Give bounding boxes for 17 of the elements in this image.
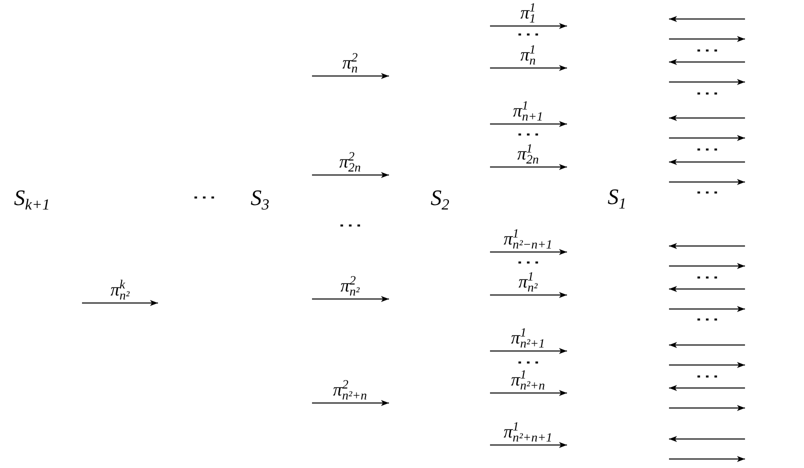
ellipsis: ⋯ <box>694 147 720 153</box>
ellipsis: ⋯ <box>515 360 541 366</box>
ellipsis: ⋯ <box>515 260 541 266</box>
ellipsis: ⋯ <box>515 32 541 38</box>
ellipsis: ⋯ <box>694 91 720 97</box>
ellipsis: ⋯ <box>515 132 541 138</box>
math-label: S$_{3}$ <box>250 187 270 213</box>
ellipsis: ⋯ <box>694 48 720 54</box>
ellipsis: ⋯ <box>191 195 217 201</box>
ellipsis: ⋯ <box>337 223 363 229</box>
ellipsis: ⋯ <box>694 190 720 196</box>
math-label: S$_{2}$ <box>430 187 450 213</box>
ellipsis: ⋯ <box>694 317 720 323</box>
math-label: S$_{1}$ <box>608 186 626 212</box>
ellipsis: ⋯ <box>694 275 720 281</box>
ellipsis: ⋯ <box>694 374 720 380</box>
math-label: S$_{k+1}$ <box>14 187 50 213</box>
